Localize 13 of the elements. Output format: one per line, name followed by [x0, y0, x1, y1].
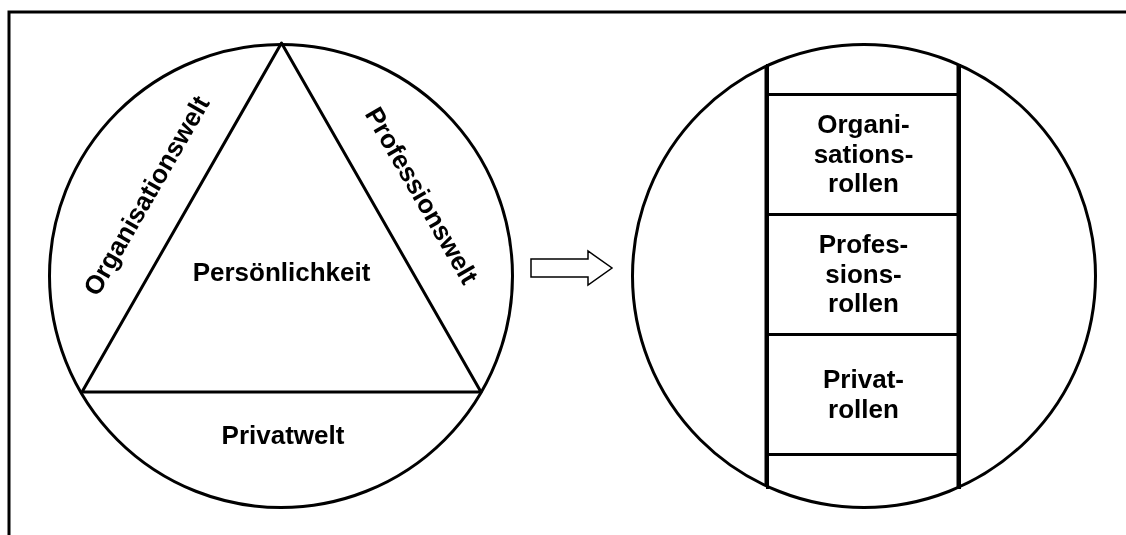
region-label: Privatwelt [221, 421, 345, 451]
role-cell [766, 213, 961, 336]
empty-cell [766, 64, 961, 96]
role-label: Profes- sions- rollen [818, 229, 909, 320]
circle [631, 43, 1097, 509]
block-arrow [530, 249, 614, 287]
triangle [80, 41, 483, 394]
circle [48, 43, 514, 509]
empty-cell [766, 453, 961, 489]
role-cell [766, 333, 961, 456]
role-label: Organi- sations- rollen [813, 109, 914, 200]
role-cell [766, 93, 961, 216]
role-label: Privat- rollen [823, 364, 904, 425]
